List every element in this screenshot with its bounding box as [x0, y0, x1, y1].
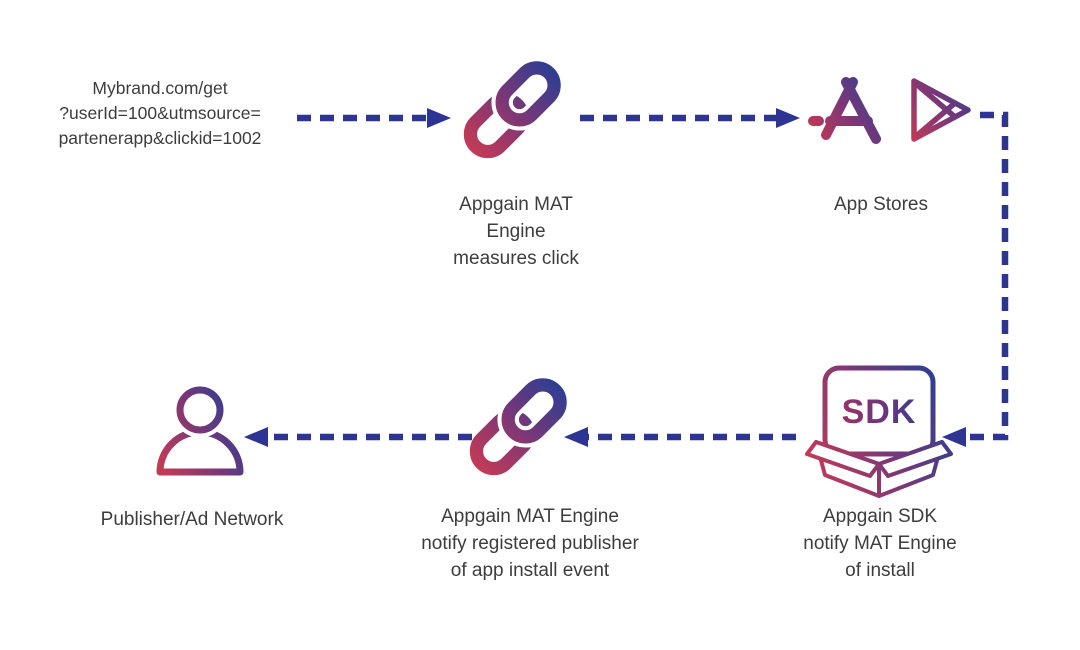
arrow-mat-engine-to-app-stores [580, 108, 800, 128]
app-stores-icons [808, 77, 971, 144]
sdk-box-icon: SDK [805, 365, 953, 498]
mat-engine-click-label: Appgain MAT Engine measures click [453, 194, 579, 269]
arrow-app-stores-to-sdk [942, 111, 1009, 447]
sdk-label: Appgain SDK notify MAT Engine of install [803, 506, 957, 581]
arrow-sdk-to-mat-engine [564, 427, 796, 447]
google-play-icon [911, 78, 971, 142]
arrow-mat-engine-to-publisher [244, 427, 472, 447]
publisher-label: Publisher/Ad Network [100, 509, 284, 530]
sdk-box-label: SDK [842, 393, 917, 431]
link-icon [463, 57, 565, 159]
mat-engine-notify-label: Appgain MAT Engine notify registered pub… [421, 506, 639, 581]
app-stores-label: App Stores [834, 194, 928, 215]
tracking-url-text: Mybrand.com/get ?userId=100&utmsource= p… [58, 78, 262, 148]
arrow-url-to-mat-engine [297, 108, 451, 128]
link-icon [469, 374, 571, 476]
person-icon [156, 382, 244, 476]
apple-app-store-icon [808, 77, 881, 144]
